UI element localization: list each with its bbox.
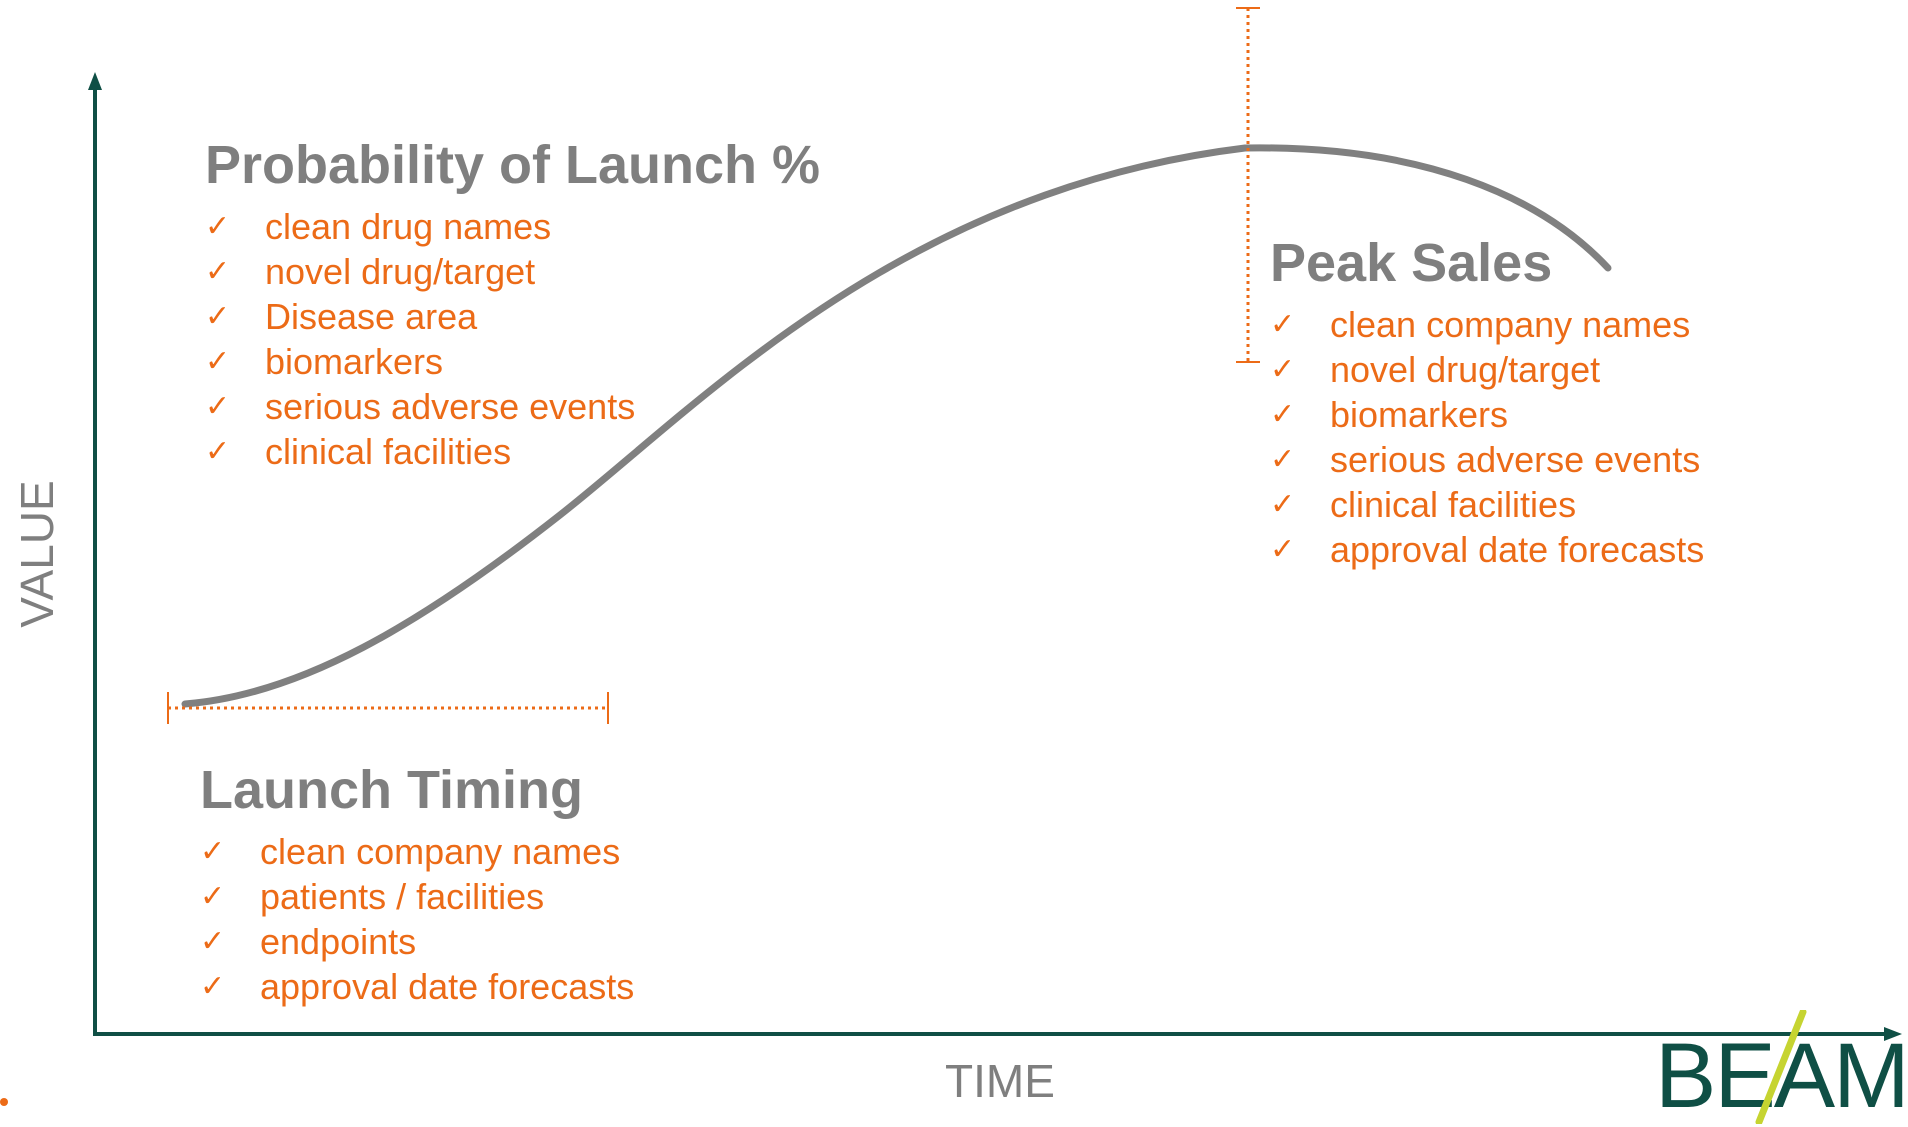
- x-axis-label: TIME: [945, 1055, 1055, 1107]
- check-icon: ✓: [1270, 352, 1296, 387]
- logo-wordmark: BEAM: [1655, 1025, 1908, 1127]
- beam-logo: BEAM: [1655, 1010, 1908, 1124]
- list-item: ✓clinical facilities: [1270, 484, 1577, 525]
- check-icon: ✓: [1270, 487, 1296, 522]
- list-item: ✓clean company names: [200, 831, 621, 872]
- list-item: ✓novel drug/target: [205, 251, 536, 292]
- peak-sales-section: Peak Sales ✓clean company names ✓novel d…: [1270, 233, 1705, 572]
- value-curve: [181, 144, 1612, 708]
- corner-dot: [0, 1098, 8, 1106]
- check-icon: ✓: [1270, 532, 1296, 567]
- y-axis-arrowhead: [88, 72, 102, 90]
- list-item: ✓clean company names: [1270, 304, 1691, 345]
- list-item: ✓serious adverse events: [205, 386, 636, 427]
- probability-section: Probability of Launch % ✓clean drug name…: [205, 138, 820, 474]
- check-icon: ✓: [205, 209, 231, 244]
- probability-title: Probability of Launch %: [205, 135, 821, 195]
- check-icon: ✓: [205, 389, 231, 424]
- list-item: ✓biomarkers: [205, 341, 444, 382]
- check-icon: ✓: [205, 344, 231, 379]
- list-item: ✓clean drug names: [205, 206, 552, 247]
- logo-stroke-icon: [1755, 1010, 1807, 1124]
- peak-sales-title: Peak Sales: [1270, 233, 1553, 293]
- check-icon: ✓: [200, 924, 226, 959]
- list-item: ✓novel drug/target: [1270, 349, 1601, 390]
- launch-timing-list: ✓clean company names ✓patients / facilit…: [200, 829, 635, 1009]
- check-icon: ✓: [1270, 307, 1296, 342]
- launch-timing-section: Launch Timing ✓clean company names ✓pati…: [200, 760, 635, 1009]
- x-axis-arrowhead: [1884, 1027, 1902, 1041]
- check-icon: ✓: [200, 879, 226, 914]
- list-item: ✓endpoints: [200, 921, 417, 962]
- list-item: ✓approval date forecasts: [200, 966, 635, 1007]
- check-icon: ✓: [200, 834, 226, 869]
- y-axis-label: VALUE: [11, 480, 63, 628]
- check-icon: ✓: [1270, 397, 1296, 432]
- check-icon: ✓: [205, 254, 231, 289]
- launch-timing-range: [167, 692, 609, 724]
- list-item: ✓approval date forecasts: [1270, 529, 1705, 570]
- list-item: ✓biomarkers: [1270, 394, 1509, 435]
- launch-timing-title: Launch Timing: [200, 760, 584, 820]
- check-icon: ✓: [205, 434, 231, 469]
- peak-sales-range: [1236, 7, 1260, 363]
- list-item: ✓clinical facilities: [205, 431, 512, 472]
- list-item: ✓Disease area: [205, 296, 478, 337]
- list-item: ✓patients / facilities: [200, 876, 545, 917]
- check-icon: ✓: [205, 299, 231, 334]
- list-item: ✓serious adverse events: [1270, 439, 1701, 480]
- check-icon: ✓: [1270, 442, 1296, 477]
- check-icon: ✓: [200, 969, 226, 1004]
- probability-list: ✓clean drug names ✓novel drug/target ✓Di…: [205, 204, 820, 474]
- peak-sales-list: ✓clean company names ✓novel drug/target …: [1270, 302, 1705, 572]
